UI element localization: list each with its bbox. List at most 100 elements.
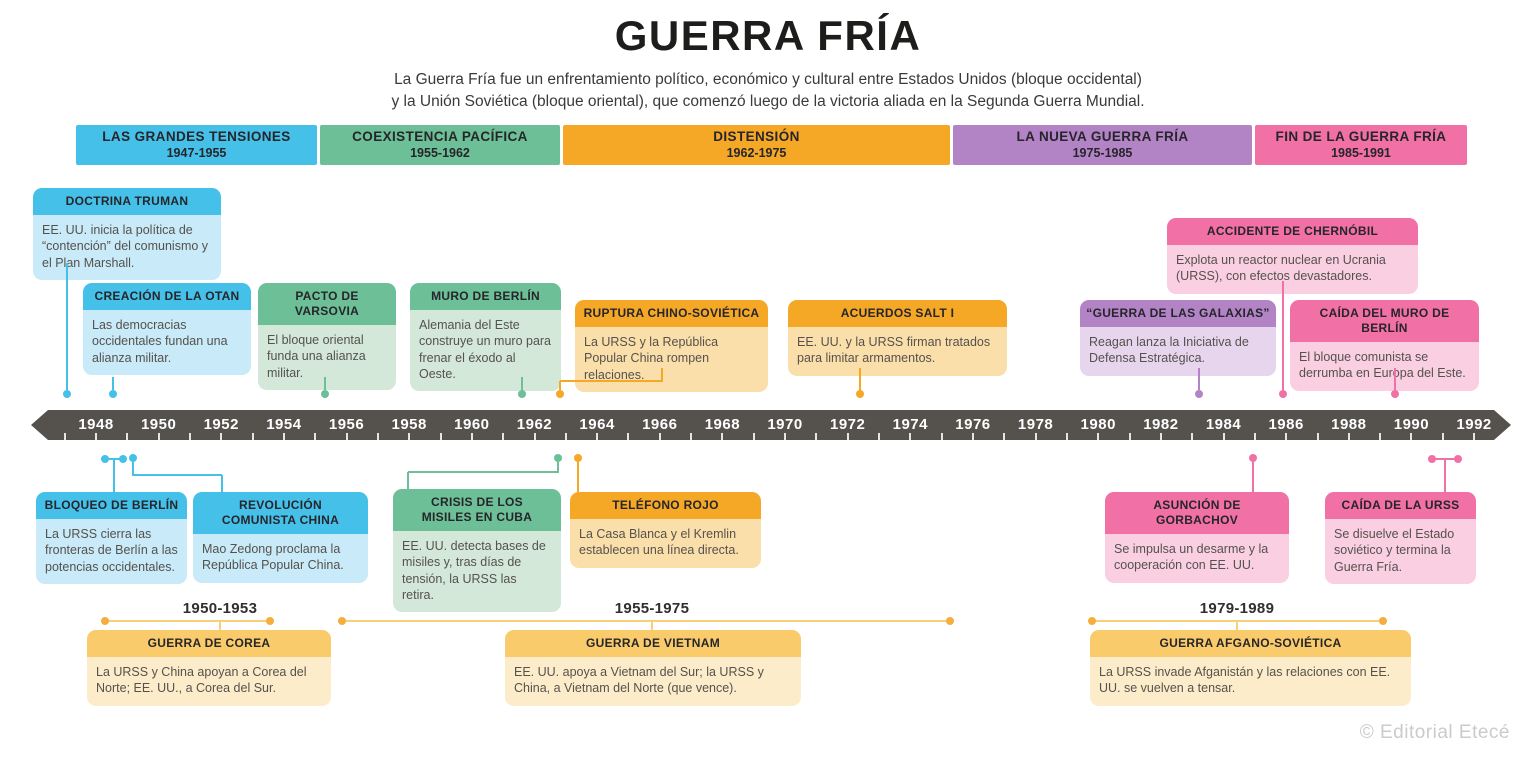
connector-line xyxy=(133,474,222,476)
connector-line xyxy=(132,462,134,476)
axis-tick xyxy=(1473,433,1476,440)
era-band-fin-de-la-guerra-fria: FIN DE LA GUERRA FRÍA 1985-1991 xyxy=(1255,125,1467,165)
era-years: 1975-1985 xyxy=(1072,145,1133,160)
axis-year-label: 1972 xyxy=(829,416,866,433)
axis-tick xyxy=(564,433,567,440)
axis-tick xyxy=(1316,433,1319,440)
event-card-guerra-galaxias: “GUERRA DE LAS GALAXIAS” Reagan lanza la… xyxy=(1080,300,1276,376)
era-name: DISTENSIÓN xyxy=(713,129,800,145)
connector-line xyxy=(560,380,662,382)
event-card-title: GUERRA DE COREA xyxy=(87,630,331,657)
axis-year-label: 1984 xyxy=(1205,416,1242,433)
axis-year-label: 1988 xyxy=(1331,416,1367,433)
event-card-title: CRISIS DE LOS MISILES EN CUBA xyxy=(393,489,561,531)
connector-line xyxy=(1236,621,1238,633)
axis-year-label: 1950 xyxy=(140,416,177,433)
axis-year-label: 1982 xyxy=(1143,416,1179,433)
event-card-title: CAÍDA DEL MURO DE BERLÍN xyxy=(1290,300,1479,342)
axis-tick xyxy=(1003,433,1006,440)
event-card-title: PACTO DE VARSOVIA xyxy=(258,283,396,325)
connector-dot xyxy=(129,454,137,462)
event-card-title: MURO DE BERLÍN xyxy=(410,283,561,310)
connector-dot xyxy=(1454,455,1462,463)
axis-year-label: 1992 xyxy=(1456,416,1492,433)
connector-line xyxy=(1282,281,1284,390)
axis-tick xyxy=(721,433,724,440)
connector-line xyxy=(1198,368,1200,390)
event-card-guerra-vietnam: GUERRA DE VIETNAM EE. UU. apoya a Vietna… xyxy=(505,630,801,706)
axis-tick xyxy=(1191,433,1194,440)
connector-line xyxy=(577,462,579,492)
war-period-label-corea: 1950-1953 xyxy=(182,600,258,617)
connector-line xyxy=(324,377,326,390)
connector-dot xyxy=(946,617,954,625)
axis-tick xyxy=(63,433,66,440)
connector-dot xyxy=(119,455,127,463)
connector-dot xyxy=(63,390,71,398)
era-band-la-nueva-guerra-fria: LA NUEVA GUERRA FRÍA 1975-1985 xyxy=(953,125,1252,165)
axis-tick xyxy=(282,433,285,440)
connector-line xyxy=(113,459,115,492)
connector-dot xyxy=(266,617,274,625)
connector-line xyxy=(1394,368,1396,390)
event-card-body: El bloque comunista se derrumba en Europ… xyxy=(1290,342,1479,391)
event-card-title: TELÉFONO ROJO xyxy=(570,492,761,519)
era-name: COEXISTENCIA PACÍFICA xyxy=(352,129,528,145)
event-card-revolucion-china: REVOLUCIÓN COMUNISTA CHINA Mao Zedong pr… xyxy=(193,492,368,583)
event-card-bloqueo-berlin: BLOQUEO DE BERLÍN La URSS cierra las fro… xyxy=(36,492,187,584)
axis-tick xyxy=(627,433,630,440)
axis-year-label: 1976 xyxy=(955,416,991,433)
axis-year-label: 1956 xyxy=(328,416,365,433)
axis-tick xyxy=(157,433,160,440)
connector-dot xyxy=(1279,390,1287,398)
era-name: LAS GRANDES TENSIONES xyxy=(102,129,291,145)
axis-tick xyxy=(1034,433,1037,440)
axis-tick xyxy=(1159,433,1162,440)
axis-tick xyxy=(1285,433,1288,440)
connector-line xyxy=(112,377,114,390)
event-card-body: EE. UU. detecta bases de misiles y, tras… xyxy=(393,531,561,612)
axis-tick xyxy=(1128,433,1131,440)
axis-tick xyxy=(1441,433,1444,440)
connector-dot xyxy=(554,454,562,462)
axis-year-label: 1974 xyxy=(892,416,928,433)
connector-line xyxy=(221,475,223,492)
event-card-title: REVOLUCIÓN COMUNISTA CHINA xyxy=(193,492,368,534)
axis-tick xyxy=(658,433,661,440)
axis-tick xyxy=(1253,433,1256,440)
axis-tick xyxy=(533,433,536,440)
era-name: FIN DE LA GUERRA FRÍA xyxy=(1275,129,1447,145)
event-card-ruptura-chino-sovietica: RUPTURA CHINO-SOVIÉTICA La URSS y la Rep… xyxy=(575,300,768,392)
event-card-crisis-misiles-cuba: CRISIS DE LOS MISILES EN CUBA EE. UU. de… xyxy=(393,489,561,612)
era-name: LA NUEVA GUERRA FRÍA xyxy=(1016,129,1189,145)
connector-dot xyxy=(109,390,117,398)
axis-tick xyxy=(95,433,98,440)
connector-line xyxy=(559,381,561,390)
connector-line xyxy=(407,472,409,490)
event-card-accidente-chernobil: ACCIDENTE DE CHERNÓBIL Explota un reacto… xyxy=(1167,218,1418,294)
axis-tick xyxy=(1410,433,1413,440)
event-card-title: ACCIDENTE DE CHERNÓBIL xyxy=(1167,218,1418,245)
axis-tick xyxy=(971,433,974,440)
event-card-title: CAÍDA DE LA URSS xyxy=(1325,492,1476,519)
event-card-title: ASUNCIÓN DE GORBACHOV xyxy=(1105,492,1289,534)
era-band-las-grandes-tensiones: LAS GRANDES TENSIONES 1947-1955 xyxy=(76,125,317,165)
axis-tick xyxy=(690,433,693,440)
axis-year-label: 1948 xyxy=(78,416,114,433)
connector-dot xyxy=(1391,390,1399,398)
axis-tick xyxy=(502,433,505,440)
event-card-body: La URSS y la República Popular China rom… xyxy=(575,327,768,392)
axis-tick xyxy=(1097,433,1100,440)
axis-tick xyxy=(439,433,442,440)
axis-tick xyxy=(376,433,379,440)
connector-line xyxy=(66,263,68,390)
connector-dot xyxy=(518,390,526,398)
axis-year-label: 1966 xyxy=(642,416,678,433)
event-card-body: Reagan lanza la Iniciativa de Defensa Es… xyxy=(1080,327,1276,376)
axis-year-label: 1986 xyxy=(1268,416,1304,433)
era-band-coexistencia-pacifica: COEXISTENCIA PACÍFICA 1955-1962 xyxy=(320,125,560,165)
era-years: 1985-1991 xyxy=(1331,145,1391,160)
event-card-caida-muro-berlin: CAÍDA DEL MURO DE BERLÍN El bloque comun… xyxy=(1290,300,1479,391)
era-years: 1962-1975 xyxy=(726,145,787,160)
